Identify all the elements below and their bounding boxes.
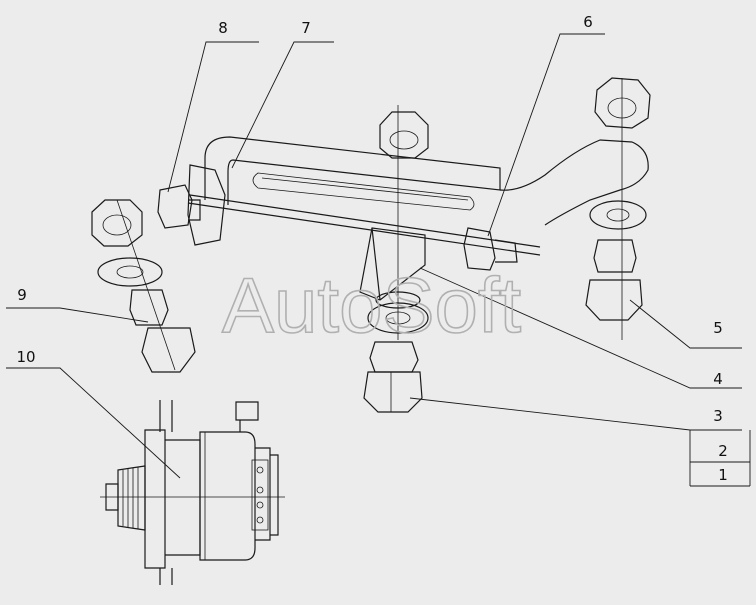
callout-5: 5 [713,319,723,337]
callout-3: 3 [713,407,723,425]
callout-7: 7 [301,19,311,37]
callout-8: 8 [218,19,228,37]
alternator [100,400,285,585]
watermark: AutoSoft [222,261,522,349]
callout-4: 4 [713,370,723,388]
callout-6: 6 [583,13,593,31]
callout-9: 9 [17,286,27,304]
leader-lines [6,33,751,487]
clamp-block [359,105,429,413]
adjusting-rod [157,164,541,271]
callout-10: 10 [16,348,35,366]
right-bolt-assembly [585,77,651,340]
top-nut [379,111,429,159]
nut-6 [463,227,496,271]
callout-2: 2 [718,442,728,460]
callout-1: 1 [718,466,728,484]
nut-8 [157,184,193,229]
adjusting-bracket [204,136,649,226]
left-bolt-assembly [91,199,196,373]
